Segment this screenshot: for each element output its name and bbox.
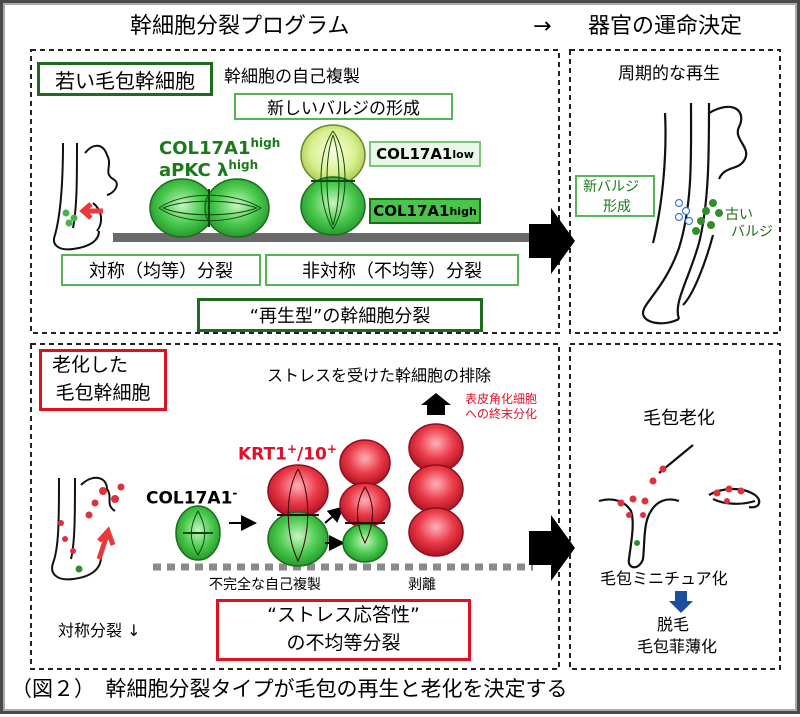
young-stem-cell-label: 若い毛包幹細胞 [37,62,213,96]
hair-loss-text: 脱毛 [657,615,690,634]
asymmetric-division-box: 非対称（不均等）分裂 [265,254,519,286]
asymmetric-cell-lower [300,176,366,236]
periodic-regeneration-title: 周期的な再生 [618,64,720,84]
young-stem-cell-dot [70,214,78,222]
old-bulge-cells [692,199,723,235]
detach-text: 剥離 [408,577,436,593]
differentiation-text-1: 表皮角化細胞 [465,392,538,406]
detach-arrow-1 [324,506,345,524]
bottom-right-frame [569,343,781,670]
aged-green-dot [75,565,83,573]
figure-caption: （図２） 幹細胞分裂タイプが毛包の再生と老化を決定する [11,677,568,701]
apkc-high-label: aPKC λhigh [159,158,259,181]
new-bulge-cells [674,198,694,226]
header-right-title: 器官の運命決定 [588,14,743,39]
regenerative-division-box: “再生型”の幹細胞分裂 [197,298,483,332]
symmetric-cell-right [204,178,270,238]
old-bulge-label-2: バルジ [731,224,773,240]
regenerating-follicle-sketch [641,102,748,325]
bottom-panel-frame [30,343,560,670]
aged-stem-cell-label: 老化した 毛包幹細胞 [39,349,167,411]
young-stem-cell-dot [62,209,70,217]
asymmetric-cell-upper [300,124,366,186]
new-bulge-box: 新しいバルジの形成 [234,93,453,120]
stress-response-box: “ストレス応答性” の不均等分裂 [216,599,471,661]
symmetric-division-box: 対称（均等）分裂 [61,254,261,286]
aged-red-dots [58,483,125,554]
detached-cell-3 [408,507,464,557]
miniaturization-text: 毛包ミニチュア化 [600,569,728,588]
aging-red-dots [617,465,745,518]
self-renewal-text: 幹細胞の自己複製 [224,67,360,87]
red-cell-mid [339,482,391,528]
green-cell-lower [267,511,329,567]
follicle-aging-title: 毛包老化 [643,408,715,429]
differentiation-text-2: への終末分化 [465,407,538,421]
young-stem-cell-dot [65,219,73,227]
header-arrow: → [533,14,552,39]
figure-drawing [30,49,781,670]
new-bulge-label: 新バルジ 形成 [575,175,655,217]
symmetric-spindle [158,189,262,227]
symmetric-decrease-text: 対称分裂 ↓ [58,621,141,640]
stress-exclusion-text: ストレスを受けた幹細胞の排除 [267,366,492,385]
incomplete-renewal-text: 不完全な自己複製 [209,577,321,593]
follicle-thinning-text: 毛包菲薄化 [637,637,718,656]
krt-label: KRT1+/10+ [238,442,337,465]
top-basement-membrane [113,233,529,242]
red-cell-top [339,439,391,487]
top-fate-arrow [529,208,575,274]
top-panel-frame [30,49,560,334]
down-arrow-blue [669,591,693,613]
young-pointer-arrow [79,202,103,220]
aging-follicle-sketch [598,444,761,569]
header-title: 幹細胞分裂プログラム [130,14,350,39]
old-bulge-label-1: 古い [725,207,753,223]
detached-cell-2 [408,464,464,514]
col17a1-high-label: COL17A1high [159,136,281,159]
top-right-frame [569,49,781,334]
aging-green-dot [634,540,640,546]
young-follicle-sketch [53,142,118,251]
up-arrow [421,393,451,415]
asymmetric-spindle [311,130,355,230]
bottom-fate-arrow [529,515,575,581]
col17a1-negative-label: COL17A1- [146,486,238,509]
aged-pointer-arrow [96,526,116,560]
krt-cell-upper [267,464,329,518]
